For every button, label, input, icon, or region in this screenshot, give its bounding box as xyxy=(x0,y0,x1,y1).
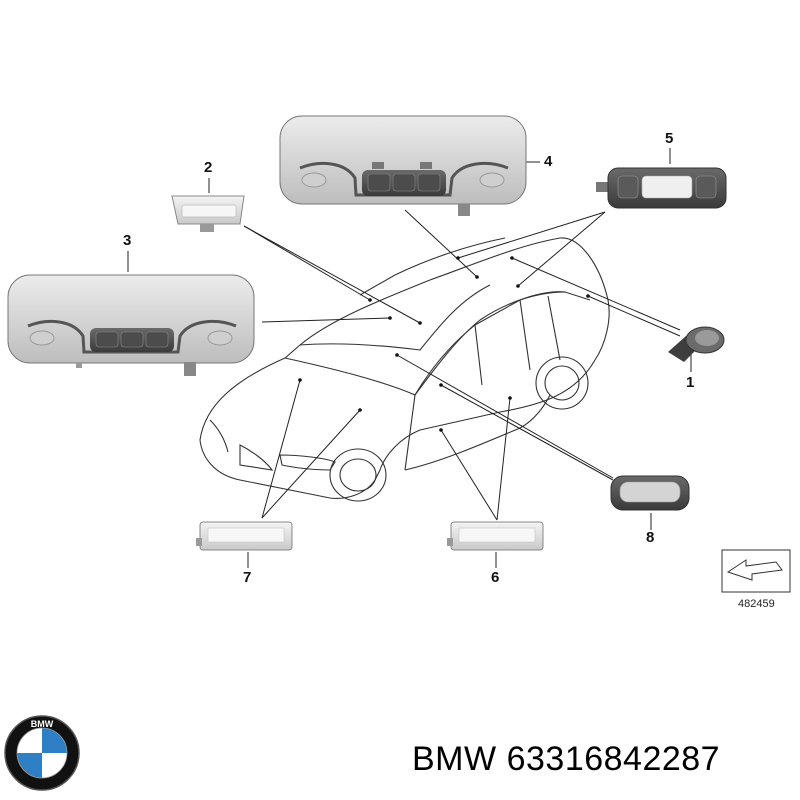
door-light-part-6 xyxy=(447,521,544,551)
overhead-console-part-4 xyxy=(279,115,527,216)
leader-lines xyxy=(243,209,681,521)
footwell-light-part-8 xyxy=(610,475,690,511)
overhead-console-part-3 xyxy=(7,274,255,376)
part-number: 63316842287 xyxy=(506,740,721,778)
reading-light-part-5 xyxy=(596,167,727,209)
callout-4: 4 xyxy=(544,153,553,170)
callout-7: 7 xyxy=(243,569,252,586)
callout-5: 5 xyxy=(665,130,674,147)
callout-3: 3 xyxy=(123,232,132,249)
callout-8: 8 xyxy=(646,529,655,546)
door-light-part-7 xyxy=(196,521,293,551)
bulb-socket-part-1 xyxy=(668,326,725,362)
bmw-logo-letters: BMW xyxy=(31,719,54,729)
callout-ticks xyxy=(127,148,692,568)
brand-name: BMW xyxy=(412,740,497,778)
interior-lamp-part-2 xyxy=(171,195,245,232)
callout-6: 6 xyxy=(491,569,500,586)
bmw-logo: BMW xyxy=(4,715,80,791)
car-outline xyxy=(199,237,610,502)
callout-2: 2 xyxy=(204,159,213,176)
leader-dots xyxy=(298,256,590,432)
callout-1: 1 xyxy=(686,374,695,391)
reference-arrow-box xyxy=(721,549,791,593)
reference-number: 482459 xyxy=(738,598,775,610)
